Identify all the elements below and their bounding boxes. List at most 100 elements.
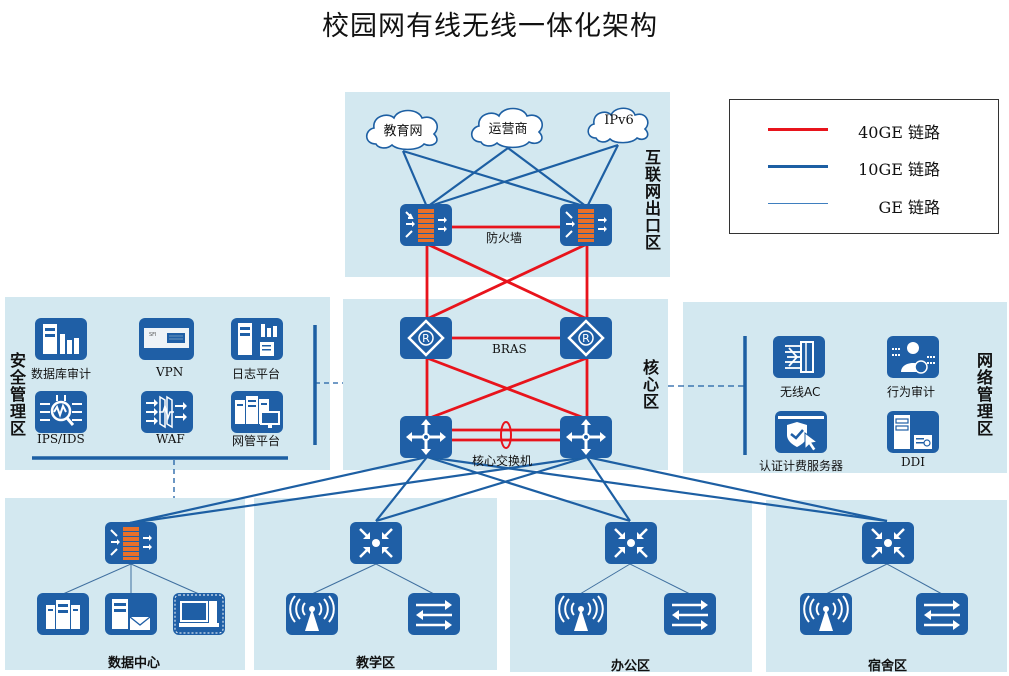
label-teaching: 教学区 <box>356 656 396 671</box>
teaching-access-switch[interactable] <box>408 593 460 635</box>
link-isp-fw2 <box>507 147 588 208</box>
vpn-device[interactable]: SFI <box>139 318 194 360</box>
link-core1-office <box>426 455 631 523</box>
aggregation-switch-icon <box>614 528 648 558</box>
firewall-icon <box>405 209 447 242</box>
mail-server-device[interactable] <box>105 593 157 635</box>
link-core2-teaching <box>375 455 588 523</box>
teaching-wireless-ap[interactable] <box>286 593 338 635</box>
bras-router-2[interactable]: R <box>560 317 612 359</box>
link-ipv6-fw1 <box>426 143 619 209</box>
aggregation-switch-icon <box>871 528 905 558</box>
dorm-wireless-ap[interactable] <box>800 593 852 635</box>
link-edu-fw2 <box>402 149 588 209</box>
core-switch-icon <box>406 419 446 455</box>
legend-label: 10GE 链路 <box>858 160 940 179</box>
core-switch-2[interactable] <box>560 416 612 458</box>
link-dorm-sw <box>886 563 943 595</box>
bras-router-1[interactable]: R <box>400 317 452 359</box>
label-firewall: 防火墙 <box>486 231 523 245</box>
link-dc-server <box>62 563 132 595</box>
wireless-ac-device[interactable] <box>773 336 825 378</box>
label-wireless-ac: 无线AC <box>780 385 821 399</box>
legend-swatch <box>768 128 828 131</box>
waf-icon <box>146 395 187 429</box>
cloud-icon <box>470 107 543 149</box>
database-audit-device[interactable] <box>35 318 87 360</box>
firewall-1[interactable] <box>400 204 452 246</box>
auth-billing-server-icon <box>778 416 824 452</box>
legend-item-40ge: 40GE 链路 <box>730 119 998 142</box>
behavior-audit-device[interactable] <box>887 336 939 378</box>
teaching-aggregation-switch[interactable] <box>350 522 402 564</box>
label-bras: BRAS <box>492 342 527 356</box>
wireless-ac-icon <box>785 341 814 373</box>
database-audit-icon <box>43 324 79 354</box>
label-internet-exit: 互联网出口区 <box>644 148 661 252</box>
label-waf: WAF <box>156 432 185 446</box>
legend-item-10ge: 10GE 链路 <box>730 156 998 179</box>
core-switch-1[interactable] <box>400 416 452 458</box>
legend-item-ge: GE 链路 <box>730 194 998 217</box>
link-bras2-core1 <box>426 356 588 421</box>
label-ddi: DDI <box>901 455 925 469</box>
link-isp-fw1 <box>426 147 509 208</box>
cloud-education-network: 教育网 <box>362 104 444 152</box>
firewall-2[interactable] <box>560 204 612 246</box>
label-security-management: 安全管理区 <box>9 351 26 438</box>
link-teach-ap <box>311 563 377 595</box>
svg-text:R: R <box>422 332 430 345</box>
label-core-switch: 核心交换机 <box>472 454 533 468</box>
nms-platform-device[interactable] <box>231 391 283 433</box>
link-fw2-bras1 <box>426 242 588 321</box>
vpn-icon: SFI <box>144 328 189 348</box>
office-wireless-ap[interactable] <box>555 593 607 635</box>
link-dc-workstation <box>130 563 200 595</box>
svg-text:R: R <box>582 332 590 345</box>
label-behavior-audit: 行为审计 <box>887 385 936 399</box>
link-core1-dorm <box>426 455 888 523</box>
datacenter-firewall[interactable] <box>105 522 157 564</box>
server-cluster-device[interactable] <box>37 593 89 635</box>
label-nms-platform: 网管平台 <box>232 434 281 448</box>
cloud-isp: 运营商 <box>467 102 549 150</box>
distribution-links <box>129 455 888 525</box>
cloud-label: 运营商 <box>488 122 528 137</box>
cloud-icon <box>587 107 649 144</box>
ips-ids-device[interactable] <box>35 391 87 433</box>
svg-text:SFI: SFI <box>149 332 157 338</box>
link-dorm-ap <box>825 563 888 595</box>
firewall-icon <box>565 209 607 242</box>
ips-ids-icon <box>40 395 82 426</box>
dorm-access-switch[interactable] <box>916 593 968 635</box>
ddi-device[interactable] <box>887 411 939 453</box>
link-office-ap <box>579 563 631 595</box>
label-ips-ids: IPS/IDS <box>37 432 85 446</box>
firewall-icon <box>110 527 152 560</box>
log-platform-device[interactable] <box>231 318 283 360</box>
waf-device[interactable] <box>141 391 193 433</box>
internet-uplinks <box>401 143 619 209</box>
office-access-switch[interactable] <box>664 593 716 635</box>
label-auth-billing-server: 认证计费服务器 <box>759 459 844 473</box>
label-database-audit: 数据库审计 <box>31 367 92 381</box>
label-log-platform: 日志平台 <box>232 367 281 381</box>
ddi-icon <box>894 415 932 449</box>
access-switch-icon <box>416 600 452 630</box>
auth-billing-server-device[interactable] <box>775 411 827 453</box>
label-office: 办公区 <box>611 659 651 674</box>
link-office-sw <box>629 563 691 595</box>
office-aggregation-switch[interactable] <box>605 522 657 564</box>
router-icon: R <box>407 319 445 357</box>
core-switch-icon <box>566 419 606 455</box>
label-vpn: VPN <box>156 365 184 379</box>
legend-label: 40GE 链路 <box>858 123 940 142</box>
workstation-device[interactable] <box>173 593 225 635</box>
region-core <box>343 299 668 470</box>
log-platform-icon <box>238 323 277 356</box>
cloud-ipv6: IPv6 <box>584 102 654 146</box>
link-core1-teaching <box>375 456 428 522</box>
dorm-aggregation-switch[interactable] <box>862 522 914 564</box>
legend: 40GE 链路 10GE 链路 GE 链路 <box>729 99 999 234</box>
